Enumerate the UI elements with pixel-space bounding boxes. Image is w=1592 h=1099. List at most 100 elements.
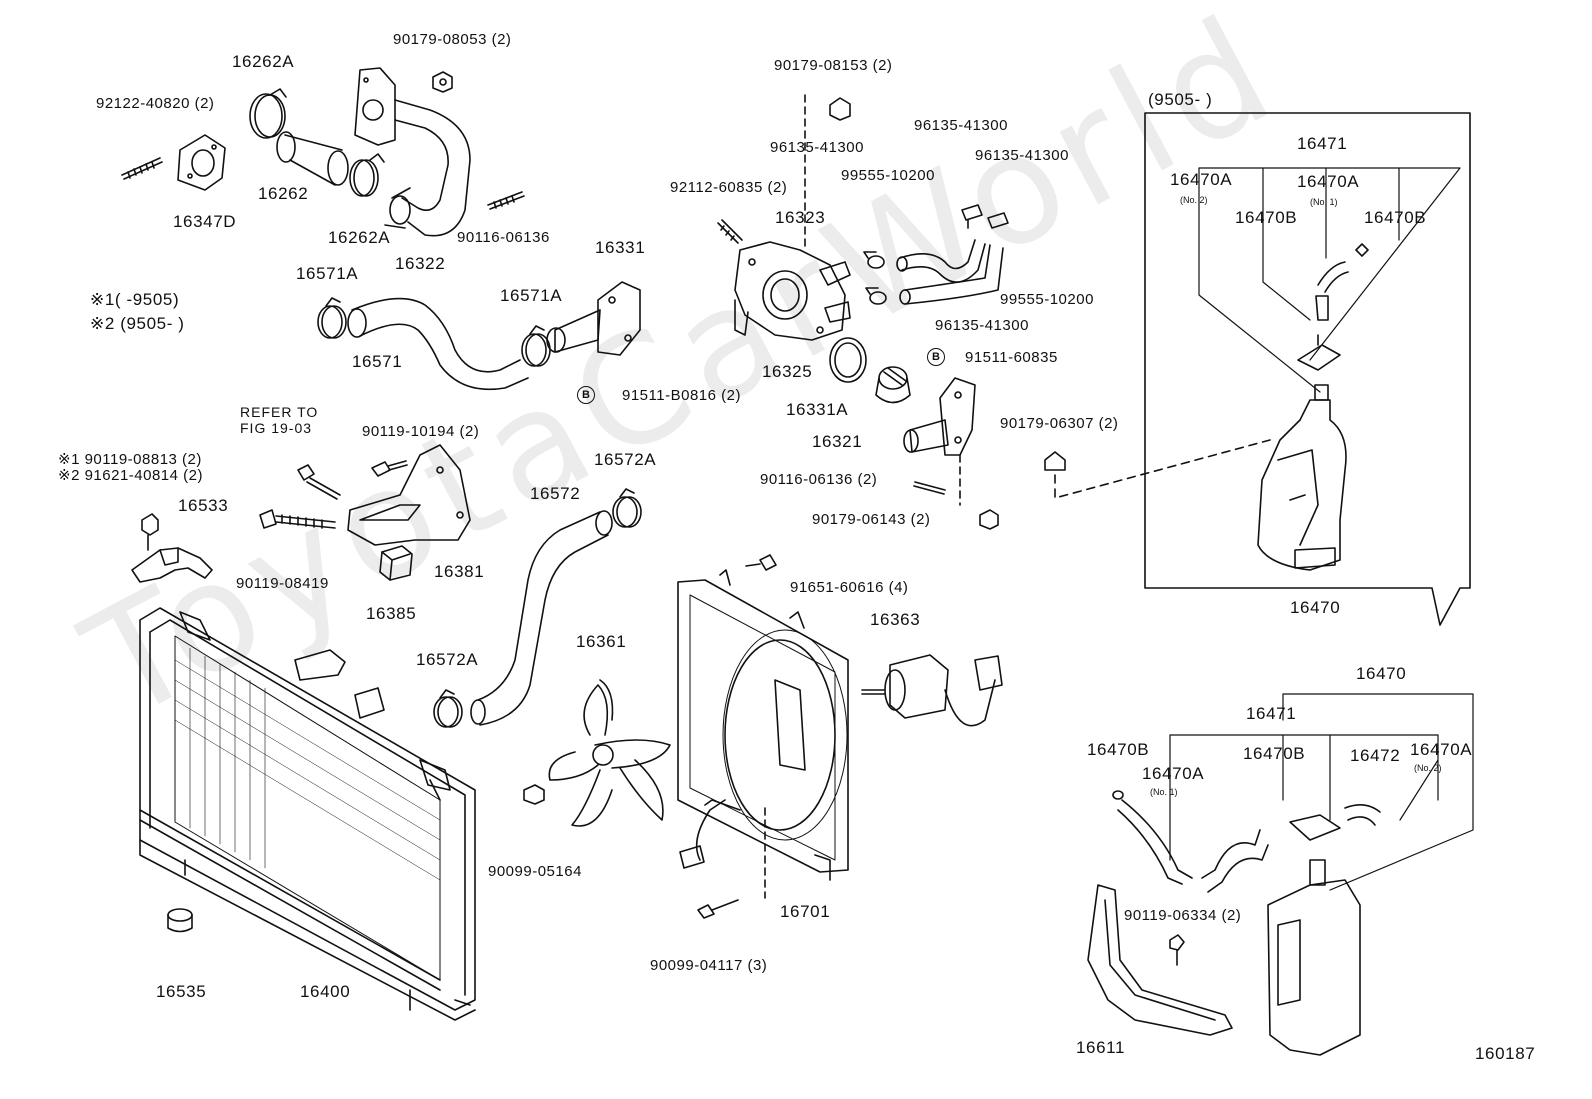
nut-90179-06307	[1044, 451, 1066, 471]
cover-16611	[1087, 884, 1233, 1036]
label-96135-41300-b: 96135-41300	[914, 117, 1008, 134]
label-16571A-a: 16571A	[296, 264, 359, 283]
bubble-b-2: B	[927, 348, 945, 366]
label-92112-60835: 92112-60835 (2)	[670, 179, 788, 196]
label-91651-60616: 91651-60616 (4)	[790, 579, 909, 596]
label-16325: 16325	[762, 362, 813, 381]
label-16571A-b: 16571A	[500, 286, 563, 305]
inset-label-16470A-no2: 16470A	[1170, 170, 1233, 189]
support-16533	[131, 547, 213, 583]
inset-hose-16470A	[1297, 243, 1369, 371]
label-99555-10200-b: 99555-10200	[1000, 291, 1094, 308]
label-16361: 16361	[576, 632, 627, 651]
inset-label-16470A-no1: 16470A	[1297, 172, 1360, 191]
clamp-16571A-b	[521, 325, 551, 367]
label-16331: 16331	[595, 238, 646, 257]
bolt-91621-40814-b	[297, 464, 341, 500]
clamp-16262A-bottom	[349, 153, 385, 197]
bolt-92112-60835	[717, 219, 743, 244]
label-90116-06136-a: 90116-06136	[457, 229, 550, 246]
clamp-16571A-a	[317, 297, 347, 339]
label-16571: 16571	[352, 352, 403, 371]
br-hose-16470B-a	[1201, 829, 1269, 893]
inlet-16321	[903, 377, 976, 456]
connector-wire	[679, 799, 726, 869]
label-16701: 16701	[780, 902, 831, 921]
inset-label-16470B-b: 16470B	[1364, 208, 1427, 227]
label-96135-41300-c: 96135-41300	[975, 147, 1069, 164]
label-16347D: 16347D	[173, 212, 237, 231]
diagram-number: 160187	[1475, 1044, 1536, 1063]
thermostat-16331A	[875, 366, 911, 404]
br-label-16470: 16470	[1356, 664, 1407, 683]
label-16323: 16323	[775, 208, 826, 227]
clamp-96135-41300-c	[961, 204, 983, 229]
label-92122-40820: 92122-40820 (2)	[96, 95, 215, 112]
clamp-16262A-top	[249, 88, 287, 139]
nut-90099-05164	[523, 784, 545, 805]
label-90179-06307: 90179-06307 (2)	[1000, 415, 1119, 432]
nut-90179-06143	[979, 509, 999, 530]
nut-90179-08053	[432, 71, 453, 93]
br-label-16470A-no1: 16470A	[1142, 764, 1205, 783]
bolt-note-2: ※2 91621-40814 (2)	[58, 467, 203, 484]
leader-dashed-to-reservoir	[1054, 439, 1271, 499]
clamp-96135-41300-d	[987, 212, 1009, 229]
br-hose-16470A-no1	[1112, 790, 1193, 885]
label-16321: 16321	[812, 432, 863, 451]
fan-16361	[548, 679, 671, 827]
radiator-16400	[139, 607, 476, 1021]
label-90099-05164: 90099-05164	[488, 863, 582, 880]
label-16572: 16572	[530, 484, 581, 503]
bolt-90119-08813	[141, 513, 159, 551]
label-90119-06334: 90119-06334 (2)	[1124, 907, 1242, 924]
bolt-90119-06334	[1169, 934, 1185, 966]
hose-16262	[276, 131, 349, 186]
label-16322: 16322	[395, 254, 446, 273]
hose-16572	[470, 510, 613, 726]
inset-label-16471: 16471	[1297, 134, 1348, 153]
label-16331A: 16331A	[786, 400, 849, 419]
clamp-16572A-b	[433, 689, 463, 728]
bolt-90119-10194	[371, 460, 408, 477]
label-16363: 16363	[870, 610, 921, 629]
fan-shroud-16701	[677, 569, 849, 881]
label-16572A-a: 16572A	[594, 450, 657, 469]
inset-no1: (No. 1)	[1310, 197, 1338, 207]
label-90179-08153: 90179-08153 (2)	[774, 57, 893, 74]
br-reservoir-16470	[1267, 814, 1361, 1056]
hose-16571	[347, 297, 529, 391]
label-16611: 16611	[1076, 1038, 1126, 1057]
label-96135-41300-a: 96135-41300	[770, 139, 864, 156]
stud-90116-06136-b	[913, 481, 946, 495]
label-16262A-bottom: 16262A	[328, 228, 391, 247]
br-label-16470A-no2: 16470A	[1410, 740, 1473, 759]
refer-to: REFER TO	[240, 404, 319, 420]
label-16262: 16262	[258, 184, 309, 203]
bolt-92122-40820	[121, 157, 163, 180]
label-91511-B0816: 91511-B0816 (2)	[622, 387, 741, 404]
note-2: ※2 (9505- )	[90, 314, 185, 333]
br-no2: (No. 2)	[1414, 763, 1442, 773]
cushion-16535	[167, 908, 193, 933]
label-16535: 16535	[156, 982, 207, 1001]
nut-90179-08153	[829, 97, 851, 121]
note-1: ※1( -9505)	[90, 290, 180, 309]
bolt-note-1: ※1 90119-08813 (2)	[58, 451, 202, 468]
clamp-96135-41300-a	[863, 251, 885, 269]
label-90119-08419: 90119-08419	[236, 575, 329, 592]
label-90179-08053: 90179-08053 (2)	[393, 31, 512, 48]
label-90116-06136-b: 90116-06136 (2)	[760, 471, 878, 488]
outlet-16331	[546, 281, 641, 356]
br-hose-16472	[1344, 804, 1381, 826]
gasket-16325	[829, 337, 867, 383]
bubble-b-1: B	[577, 386, 595, 404]
clamp-16572A-a	[612, 488, 642, 528]
clamp-96135-41300-b	[865, 287, 887, 305]
label-90099-04117: 90099-04117 (3)	[650, 957, 768, 974]
br-label-16472: 16472	[1350, 746, 1401, 765]
hose-99555-10200-a	[896, 239, 986, 283]
gasket-16347D	[177, 134, 226, 191]
label-96135-41300-d: 96135-41300	[935, 317, 1029, 334]
bolt-90119-08419	[259, 509, 336, 529]
